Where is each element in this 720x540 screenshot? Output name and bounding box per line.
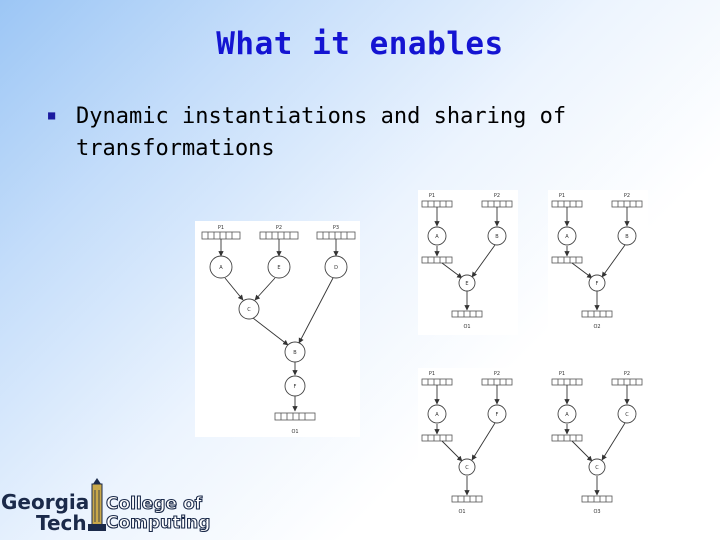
bl-input-label-2: P2 xyxy=(494,371,500,377)
main-node-b: B xyxy=(293,350,297,356)
main-node-d: D xyxy=(334,265,338,271)
tr-input-label-2: P2 xyxy=(624,193,630,199)
diagram-bottom-right: P1 P2 A C C O3 xyxy=(548,368,648,518)
br-node-1: A xyxy=(565,412,569,418)
logo-college-of-text: College of xyxy=(106,494,203,514)
bullet-icon: ■ xyxy=(48,108,56,122)
tr-node-1: A xyxy=(565,234,569,240)
tl-input-label-2: P2 xyxy=(494,193,500,199)
bl-input-label-1: P1 xyxy=(429,371,435,377)
slide-title: What it enables xyxy=(216,26,504,62)
tr-input-label-1: P1 xyxy=(559,193,565,199)
main-input-label-1: P1 xyxy=(218,225,224,231)
bl-output-label: O1 xyxy=(458,509,465,515)
br-node-2: C xyxy=(625,412,629,418)
logo-tower-icon xyxy=(88,478,106,531)
main-node-c: C xyxy=(247,307,251,313)
tr-node-2: B xyxy=(625,234,629,240)
br-node-3: C xyxy=(595,465,599,471)
diagram-main: P1 P2 P3 A E D C B F O1 xyxy=(195,221,360,437)
georgia-tech-logo: Georgia Tech College of Computing xyxy=(0,476,216,536)
main-node-f: F xyxy=(294,384,297,390)
bl-node-1: A xyxy=(435,412,439,418)
diagram-top-left: P1 P2 A B E O1 xyxy=(418,190,518,335)
br-input-label-1: P1 xyxy=(559,371,565,377)
tl-node-2: B xyxy=(495,234,499,240)
tl-output-label: O1 xyxy=(463,324,470,330)
diagram-top-right: P1 P2 A B F O2 xyxy=(548,190,648,335)
diagram-bottom-left: P1 P2 A F C O1 xyxy=(418,368,518,518)
br-input-label-2: P2 xyxy=(624,371,630,377)
main-output-label: O1 xyxy=(291,429,298,435)
logo-computing-text: Computing xyxy=(106,513,210,533)
main-input-label-3: P3 xyxy=(333,225,339,231)
tl-input-label-1: P1 xyxy=(429,193,435,199)
br-output-label: O3 xyxy=(593,509,600,515)
logo-tech-text: Tech xyxy=(36,511,87,535)
tl-node-1: A xyxy=(435,234,439,240)
main-node-a: A xyxy=(219,265,223,271)
bullet-text: Dynamic instantiations and sharing of tr… xyxy=(76,104,567,161)
main-node-e: E xyxy=(277,265,280,271)
tl-node-3: E xyxy=(465,281,468,287)
bl-node-2: F xyxy=(496,412,499,418)
main-input-label-2: P2 xyxy=(276,225,282,231)
logo-georgia-text: Georgia xyxy=(1,490,89,514)
tr-output-label: O2 xyxy=(593,324,600,330)
bl-node-3: C xyxy=(465,465,469,471)
tr-node-3: F xyxy=(596,281,599,287)
